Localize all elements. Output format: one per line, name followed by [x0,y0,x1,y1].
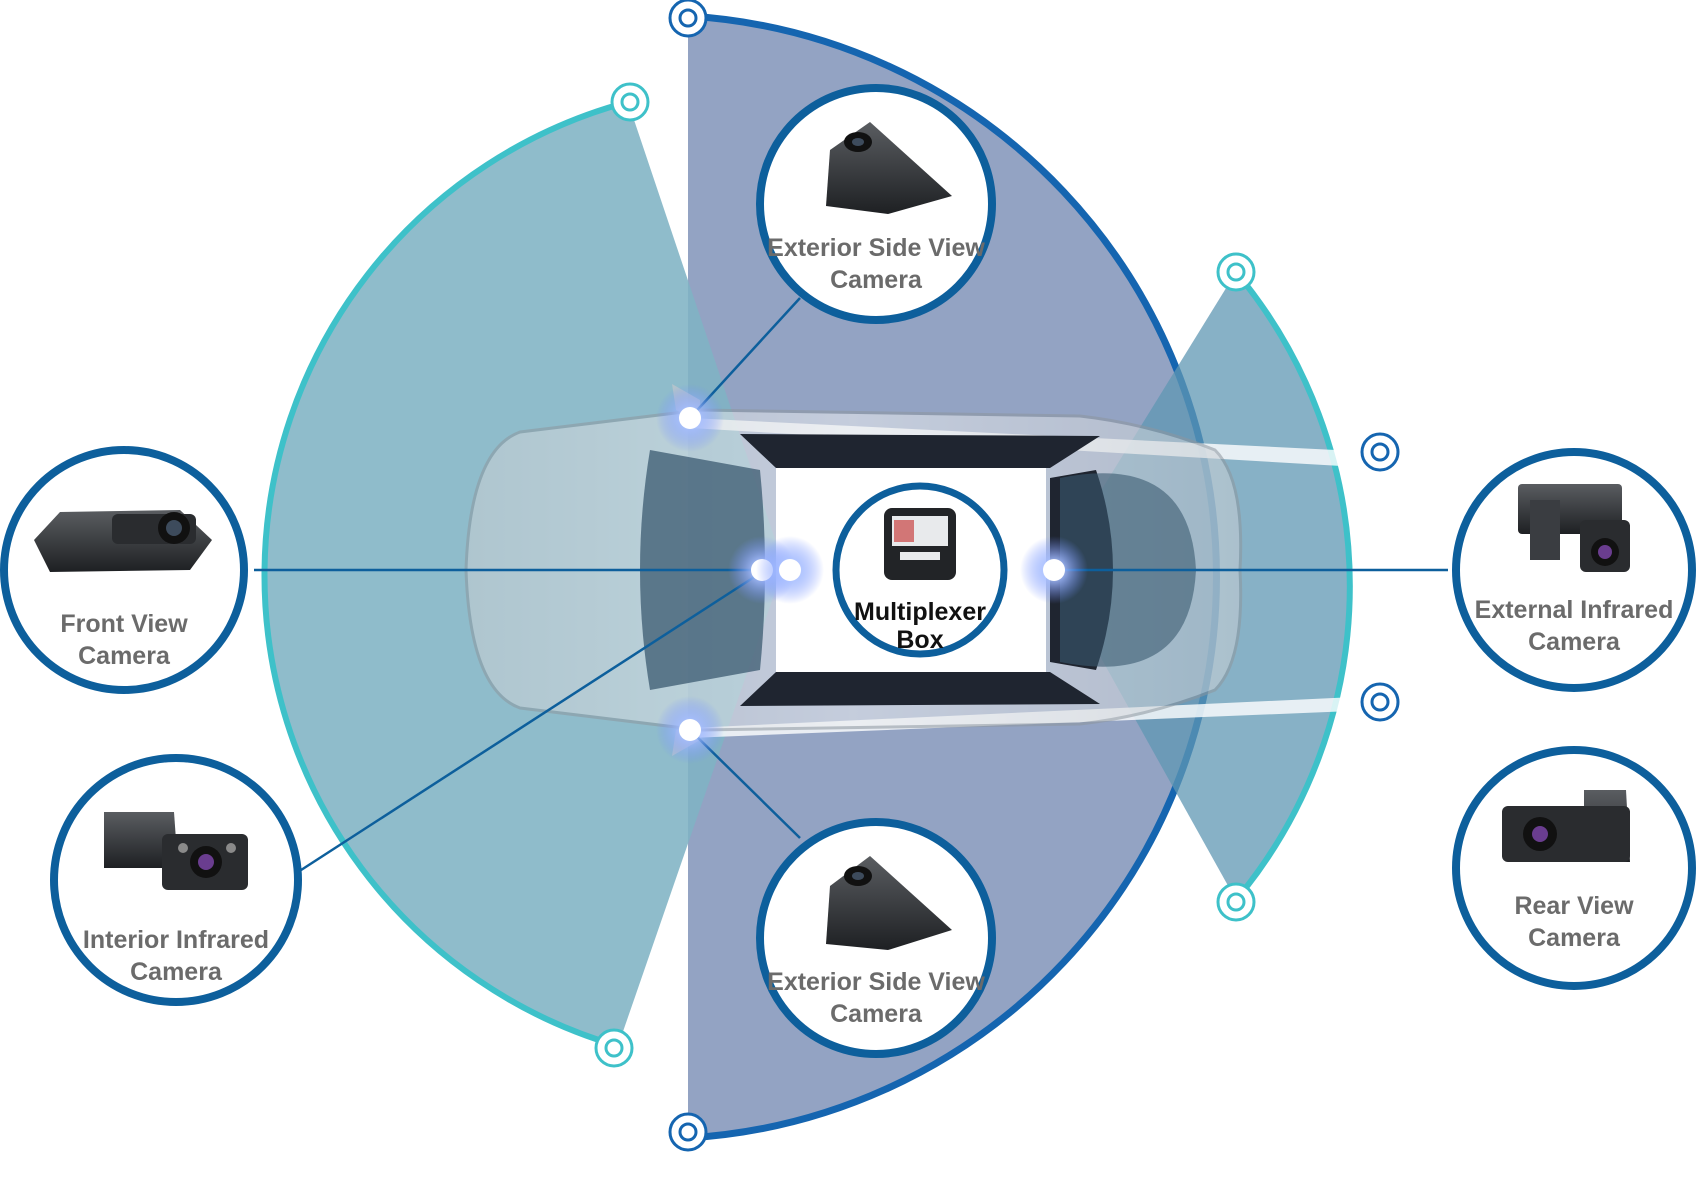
front-camera-label-line1: Front View [60,610,188,638]
endpoint-target-icon [1216,252,1256,292]
exterior-side-camera-top-node[interactable]: Exterior Side View Camera [756,84,996,324]
rear-camera-label-line1: Rear View [1514,892,1634,920]
side-camera-bottom-label-line2: Camera [830,1000,923,1028]
rear-camera-label-line2: Camera [1528,924,1621,952]
dashcam-front-icon [34,510,212,572]
mount-points [656,384,1088,764]
side-camera-icon [826,856,952,950]
side-camera-top-label-line1: Exterior Side View [767,234,985,262]
external-ir-camera-label-line1: External Infrared [1475,596,1674,624]
side-camera-icon [826,122,952,214]
multiplexer-box-icon [884,508,956,580]
ir-coverage-arc [1233,270,1353,902]
front-view-camera-node[interactable]: Front View Camera [0,446,248,694]
external-infrared-camera-node[interactable]: External Infrared Camera [1452,448,1696,692]
rear-view-camera-node[interactable]: Rear View Camera [1452,746,1696,990]
external-ir-camera-label-line2: Camera [1528,628,1621,656]
interior-infrared-camera-node[interactable]: Interior Infrared Camera [50,754,302,1006]
side-camera-bottom-label-line1: Exterior Side View [767,968,985,996]
endpoint-target-icon [1360,432,1400,472]
interior-camera-label-line2: Camera [130,958,223,986]
multiplexer-label-line1: Multiplexer [854,598,986,626]
endpoint-target-icon [610,82,650,122]
external-ir-camera-icon [1518,484,1630,572]
rear-camera-icon [1502,790,1630,862]
endpoint-target-icon [668,1112,708,1152]
multiplexer-label-line2: Box [896,626,943,654]
endpoint-target-icon [1216,882,1256,922]
side-camera-top-label-line2: Camera [830,266,923,294]
infrared-camera-icon [104,812,248,890]
endpoint-target-icon [668,0,708,38]
endpoint-target-icon [594,1028,634,1068]
exterior-side-camera-bottom-node[interactable]: Exterior Side View Camera [756,818,996,1058]
multiplexer-box-node[interactable]: Multiplexer Box [832,482,1008,658]
front-camera-label-line2: Camera [78,642,171,670]
interior-camera-label-line1: Interior Infrared [83,926,269,954]
arc-endpoints [594,0,1400,1152]
endpoint-target-icon [1360,682,1400,722]
